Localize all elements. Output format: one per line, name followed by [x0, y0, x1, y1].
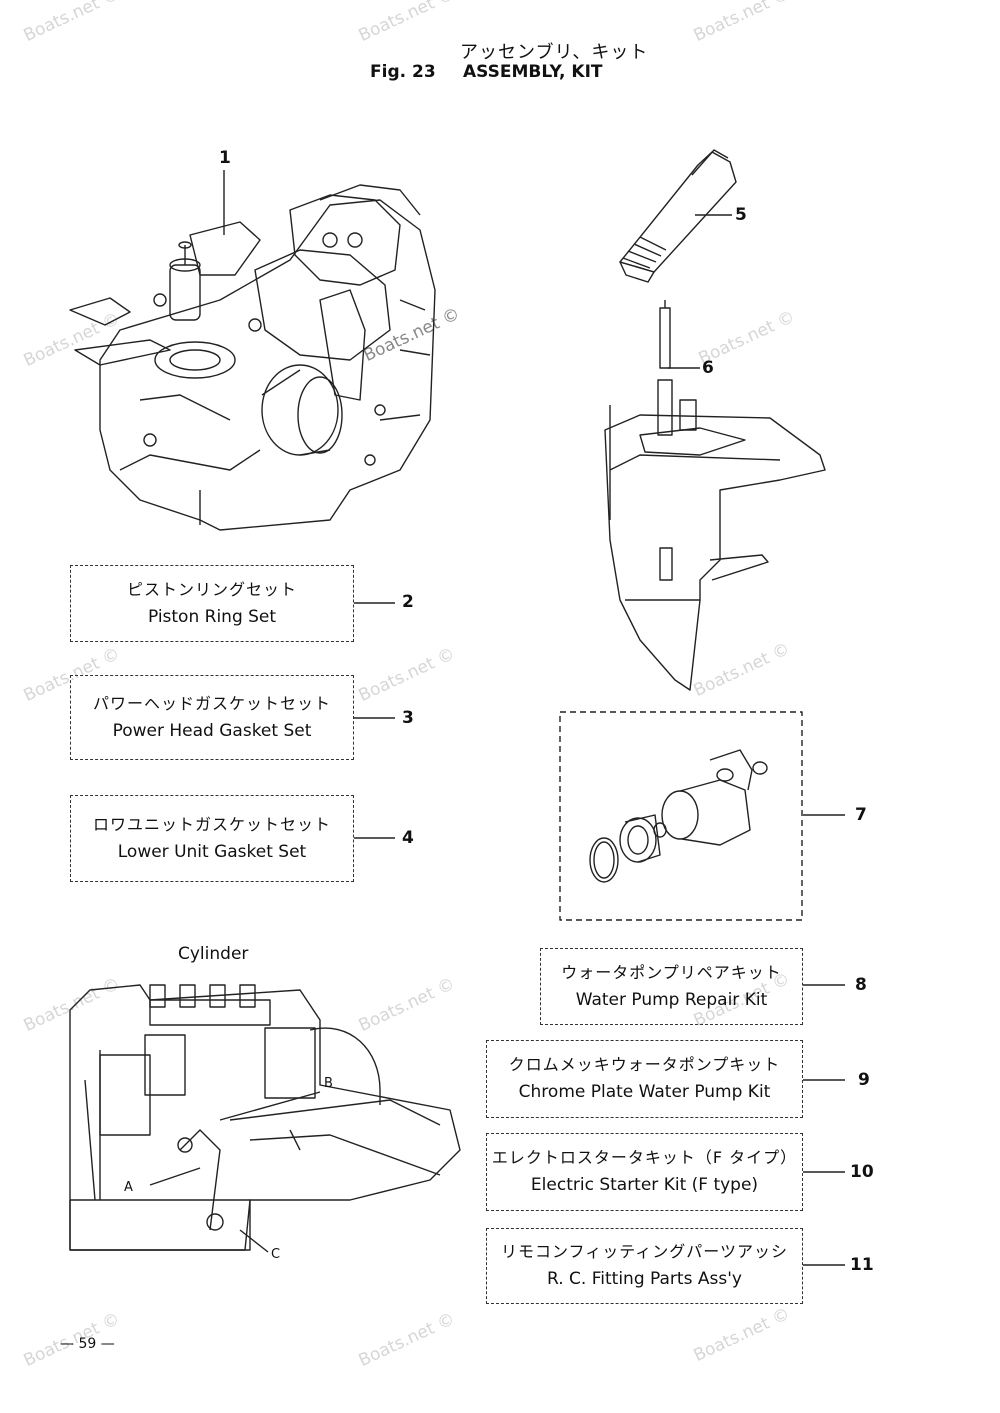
callout-3: 3	[402, 708, 414, 728]
cylinder-callout-c: C	[271, 1247, 281, 1262]
cylinder-fitting-drawing	[69, 984, 461, 1253]
kit-label-en: Piston Ring Set	[147, 606, 277, 627]
kit-box-lower-unit-gasket-set: ロワユニットガスケットセット Lower Unit Gasket Set	[70, 795, 354, 882]
kit-label-jp: リモコンフィッティングパーツアッシ	[501, 1242, 788, 1261]
cylinder-callout-b: B	[324, 1076, 333, 1091]
kit-box-water-pump-repair-kit: ウォータポンプリペアキット Water Pump Repair Kit	[540, 948, 803, 1025]
kit-label-en: R. C. Fitting Parts Ass'y	[547, 1269, 742, 1289]
callout-1: 1	[219, 148, 231, 168]
callout-6: 6	[702, 358, 714, 378]
callout-5: 5	[735, 205, 747, 225]
drive-shaft-tool-drawing	[619, 149, 737, 283]
title-japanese: アッセンブリ、キット	[460, 42, 649, 63]
kit-box-piston-ring-set: ピストンリングセット Piston Ring Set	[70, 565, 354, 642]
kit-label-en: Power Head Gasket Set	[112, 720, 312, 741]
kit-label-jp: パワーヘッドガスケットセット	[92, 693, 331, 713]
cylinder-label: Cylinder	[178, 944, 249, 964]
kit-label-jp: ウォータポンプリペアキット	[561, 962, 782, 982]
kit-label-jp: ロワユニットガスケットセット	[92, 814, 331, 834]
lower-unit-drawing	[604, 300, 826, 691]
kit-box-rc-fitting-parts: リモコンフィッティングパーツアッシ R. C. Fitting Parts As…	[486, 1228, 803, 1304]
kit-label-jp: エレクトロスタータキット（F タイプ）	[491, 1148, 798, 1167]
kit-box-chrome-plate-water-pump-kit: クロムメッキウォータポンプキット Chrome Plate Water Pump…	[486, 1040, 803, 1118]
kit-label-jp: ピストンリングセット	[126, 579, 297, 599]
kit-label-en: Chrome Plate Water Pump Kit	[518, 1082, 771, 1102]
power-head-drawing	[69, 184, 436, 531]
callout-8: 8	[855, 975, 867, 995]
kit-label-jp: クロムメッキウォータポンプキット	[508, 1055, 781, 1074]
callout-9: 9	[858, 1070, 870, 1090]
callout-10: 10	[850, 1162, 874, 1182]
kit-box-electric-starter-kit: エレクトロスタータキット（F タイプ） Electric Starter Kit…	[486, 1133, 803, 1211]
callout-2: 2	[402, 592, 414, 612]
figure-number: Fig. 23	[370, 62, 436, 82]
water-pump-kit-drawing	[559, 711, 845, 921]
kit-label-en: Electric Starter Kit (F type)	[530, 1175, 759, 1195]
cylinder-callout-a: A	[124, 1180, 133, 1195]
page-number: — 59 —	[60, 1336, 115, 1352]
title-english: ASSEMBLY, KIT	[463, 62, 603, 82]
kit-label-en: Water Pump Repair Kit	[575, 989, 768, 1010]
kit-label-en: Lower Unit Gasket Set	[117, 841, 307, 862]
callout-4: 4	[402, 828, 414, 848]
callout-11: 11	[850, 1255, 874, 1275]
callout-7: 7	[855, 805, 867, 825]
kit-box-power-head-gasket-set: パワーヘッドガスケットセット Power Head Gasket Set	[70, 675, 354, 760]
